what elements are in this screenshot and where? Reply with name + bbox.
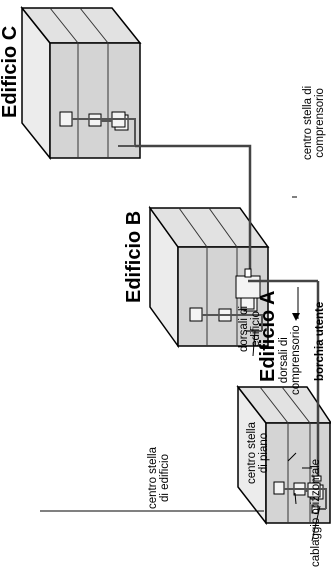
building-c-title: Edificio C xyxy=(0,25,21,118)
label-centro-stella-edificio-line1: centro stella xyxy=(147,446,159,509)
connector-b-c xyxy=(244,268,252,278)
connector-a xyxy=(313,475,322,482)
building-c-cables xyxy=(72,118,136,147)
label-dorsali-comprensorio-line1: dorsali di xyxy=(278,337,290,384)
label-borchia-utente: borchia utente xyxy=(314,301,326,381)
label-centro-stella-edificio-line2: di edificio xyxy=(159,454,172,502)
label-centro-stella-comprensorio: centro stella di comprensorio xyxy=(302,86,326,160)
building-c-floor-lines xyxy=(49,7,109,158)
building-b-equipment xyxy=(189,275,261,322)
label-cablaggio-orizzontale: cablaggio orizzontale xyxy=(310,458,322,567)
building-b-cables xyxy=(202,314,263,332)
label-centro-stella-piano-line1: centro stella xyxy=(246,421,258,484)
building-a xyxy=(236,384,331,526)
label-dorsali-edificio-line2: edificio xyxy=(250,311,263,347)
building-a-floor-lines xyxy=(259,386,311,523)
label-centro-stella-comprensorio-line1: centro stella di xyxy=(302,85,314,160)
label-dorsali-comprensorio: dorsali di comprensorio xyxy=(278,325,302,395)
label-centro-stella-piano-line2: di piano xyxy=(258,432,271,474)
label-dorsali-edificio: dorsali di edificio xyxy=(238,306,262,352)
borchia-utente-outlet xyxy=(311,504,319,514)
label-centro-stella-comprensorio-line2: comprensorio xyxy=(314,88,327,158)
dorsali-comprensorio-arrow xyxy=(292,313,300,321)
label-centro-stella-edificio: centro stella di edificio xyxy=(147,447,171,509)
building-c-front xyxy=(49,42,141,159)
label-dorsali-edificio-line1: dorsali di xyxy=(238,305,250,352)
building-c xyxy=(20,5,142,161)
backbone-to-building-c xyxy=(135,144,252,273)
label-centro-stella-piano: centro stella di piano xyxy=(246,422,270,484)
building-b-title: Edificio B xyxy=(123,210,145,303)
label-dorsali-comprensorio-line2: comprensorio xyxy=(290,325,303,395)
